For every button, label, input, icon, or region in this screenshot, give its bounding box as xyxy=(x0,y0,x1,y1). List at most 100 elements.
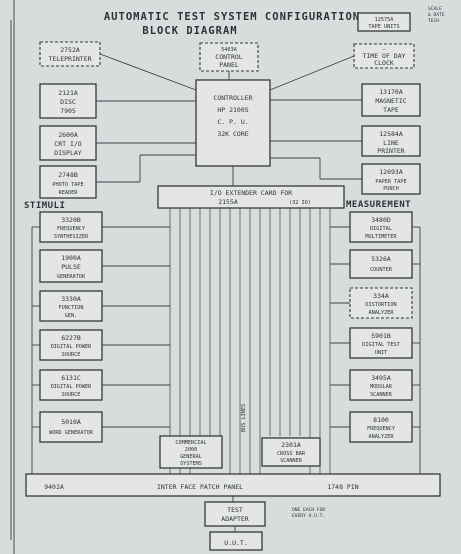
magnetic-tape-box: 13170A MAGNETIC TAPE xyxy=(361,83,421,117)
svg-text:3320B: 3320B xyxy=(61,216,81,224)
digital-power-source-box: 6227B DIGITAL POWER SOURCE xyxy=(39,329,103,361)
svg-text:3480D: 3480D xyxy=(371,216,391,224)
svg-text:COMMERCIAL: COMMERCIAL xyxy=(175,440,206,446)
svg-text:2000: 2000 xyxy=(185,447,198,453)
svg-text:DIGITAL: DIGITAL xyxy=(370,226,392,232)
svg-text:DIGITAL TEST: DIGITAL TEST xyxy=(362,342,399,348)
svg-text:334A: 334A xyxy=(373,292,389,300)
svg-text:COUNTER: COUNTER xyxy=(370,267,393,273)
measurement-links xyxy=(330,226,421,474)
adapter-note: ONE EACH FOR xyxy=(292,507,325,513)
svg-text:WORD GENERATOR: WORD GENERATOR xyxy=(49,430,94,436)
svg-text:GENERATOR: GENERATOR xyxy=(57,274,86,280)
svg-text:U.U.T.: U.U.T. xyxy=(224,539,247,547)
svg-text:CONTROL: CONTROL xyxy=(215,53,242,61)
svg-text:I/O EXTENDER CARD FOR: I/O EXTENDER CARD FOR xyxy=(210,189,292,197)
cpu-box: CONTROLLER HP 2100S C. P. U. 32K CORE xyxy=(195,79,271,167)
test-adapter-box: TEST ADAPTER xyxy=(204,501,266,527)
tape-punch-box: 12693A PAPER TAPE PUNCH xyxy=(361,163,421,195)
svg-text:CRT I/O: CRT I/O xyxy=(54,140,81,148)
svg-text:DISC: DISC xyxy=(60,98,76,106)
digital-test-unit-box: 5901B DIGITAL TEST UNIT xyxy=(349,327,413,359)
svg-text:HP 2100S: HP 2100S xyxy=(217,106,248,114)
stimuli-links xyxy=(31,226,170,474)
svg-text:SCANNER: SCANNER xyxy=(280,458,303,464)
svg-text:READER: READER xyxy=(59,190,79,196)
svg-text:SCANNER: SCANNER xyxy=(370,392,393,398)
diagram-title: AUTOMATIC TEST SYSTEM CONFIGURATION xyxy=(104,11,360,23)
distortion-analyzer-box: 334A DISTORTION ANALYZER xyxy=(349,287,413,319)
svg-text:DIGITAL POWER: DIGITAL POWER xyxy=(51,384,92,390)
svg-text:CROSS BAR: CROSS BAR xyxy=(277,451,306,457)
svg-text:2301A: 2301A xyxy=(281,441,301,449)
diagram-subtitle: BLOCK DIAGRAM xyxy=(142,25,237,37)
svg-text:GEN.: GEN. xyxy=(65,313,78,319)
svg-text:12693A: 12693A xyxy=(379,168,403,176)
frequency-synthesizer-box: 3320B FREQUENCY SYNTHESIZER xyxy=(39,211,103,243)
svg-text:INTER FACE PATCH PANEL: INTER FACE PATCH PANEL xyxy=(157,483,243,491)
interface-patch-panel: 9402A INTER FACE PATCH PANEL 1748 PIN xyxy=(25,473,441,497)
time-of-day-box: — TIME OF DAY CLOCK xyxy=(353,43,415,69)
corner-note: TECH xyxy=(428,18,439,24)
svg-text:TAPE UNITS: TAPE UNITS xyxy=(368,24,399,30)
svg-text:SYSTEMS: SYSTEMS xyxy=(180,461,202,467)
svg-text:5403A: 5403A xyxy=(221,47,237,53)
svg-text:FUNCTION: FUNCTION xyxy=(59,305,84,311)
svg-text:FREQUENCY: FREQUENCY xyxy=(367,426,396,432)
svg-text:SOURCE: SOURCE xyxy=(62,352,81,358)
svg-text:12575A: 12575A xyxy=(375,17,395,23)
svg-text:—: — xyxy=(382,47,386,53)
svg-text:CLOCK: CLOCK xyxy=(374,59,394,67)
svg-text:(32 IO): (32 IO) xyxy=(289,200,311,206)
svg-text:SOURCE: SOURCE xyxy=(62,392,81,398)
svg-text:5901B: 5901B xyxy=(371,332,391,340)
svg-text:C. P. U.: C. P. U. xyxy=(217,118,248,126)
svg-text:ANALYZER: ANALYZER xyxy=(369,310,395,316)
svg-text:2121A: 2121A xyxy=(58,89,78,97)
svg-text:8100: 8100 xyxy=(373,416,389,424)
disc-box: 2121A DISC 7905 xyxy=(39,83,97,119)
uut-box: U.U.T. xyxy=(209,531,263,551)
svg-text:CONTROLLER: CONTROLLER xyxy=(213,94,252,102)
svg-text:5010A: 5010A xyxy=(61,418,81,426)
svg-text:PHOTO TAPE: PHOTO TAPE xyxy=(52,182,83,188)
svg-text:MAGNETIC: MAGNETIC xyxy=(375,97,406,105)
teleprinter-box: 2752A TELEPRINTER xyxy=(39,41,101,67)
svg-text:6227B: 6227B xyxy=(61,334,81,342)
svg-text:TEST: TEST xyxy=(227,506,243,514)
svg-text:MULTIMETER: MULTIMETER xyxy=(365,234,397,240)
svg-text:PAPER TAPE: PAPER TAPE xyxy=(375,179,406,185)
frequency-analyzer-box: 8100 FREQUENCY ANALYZER xyxy=(349,411,413,443)
svg-text:2600A: 2600A xyxy=(58,131,78,139)
svg-text:9402A: 9402A xyxy=(44,483,64,491)
svg-text:7905: 7905 xyxy=(60,107,76,115)
svg-text:DIGITAL POWER: DIGITAL POWER xyxy=(51,344,92,350)
svg-text:UNIT: UNIT xyxy=(375,350,388,356)
svg-text:3330A: 3330A xyxy=(61,295,81,303)
line-printer-box: 12584A LINE PRINTER xyxy=(361,125,421,157)
svg-text:DISTORTION: DISTORTION xyxy=(365,302,396,308)
svg-text:3495A: 3495A xyxy=(371,374,391,382)
crt-display-box: 2600A CRT I/O DISPLAY xyxy=(39,125,97,161)
function-generator-box: 3330A FUNCTION GEN. xyxy=(39,290,103,322)
peripheral-links xyxy=(96,53,362,186)
svg-text:13170A: 13170A xyxy=(379,88,403,96)
svg-text:TAPE: TAPE xyxy=(383,106,399,114)
commercial-systems-box: COMMERCIAL 2000 GENERAL SYSTEMS xyxy=(159,435,223,469)
svg-text:ANALYZER: ANALYZER xyxy=(369,434,395,440)
svg-text:GENERAL: GENERAL xyxy=(180,454,202,460)
bus-lines-note: BUS LINES xyxy=(241,404,247,432)
control-panel-box: 5403A CONTROL PANEL xyxy=(199,42,259,72)
adapter-note: EVERY U.U.T. xyxy=(292,513,325,519)
svg-text:PULSE: PULSE xyxy=(61,263,81,271)
bus-lines xyxy=(169,208,331,474)
svg-text:TELEPRINTER: TELEPRINTER xyxy=(48,55,91,63)
svg-text:5326A: 5326A xyxy=(371,255,391,263)
photo-reader-box: 2748B PHOTO TAPE READER xyxy=(39,165,97,199)
io-extender-box: I/O EXTENDER CARD FOR 2155A (32 IO) xyxy=(157,185,345,209)
svg-text:PANEL: PANEL xyxy=(219,61,239,69)
crossbar-scanner-box: 2301A CROSS BAR SCANNER xyxy=(261,437,321,467)
modular-scanner-box: 3495A MODULAR SCANNER xyxy=(349,369,413,401)
svg-text:2752A: 2752A xyxy=(60,46,80,54)
